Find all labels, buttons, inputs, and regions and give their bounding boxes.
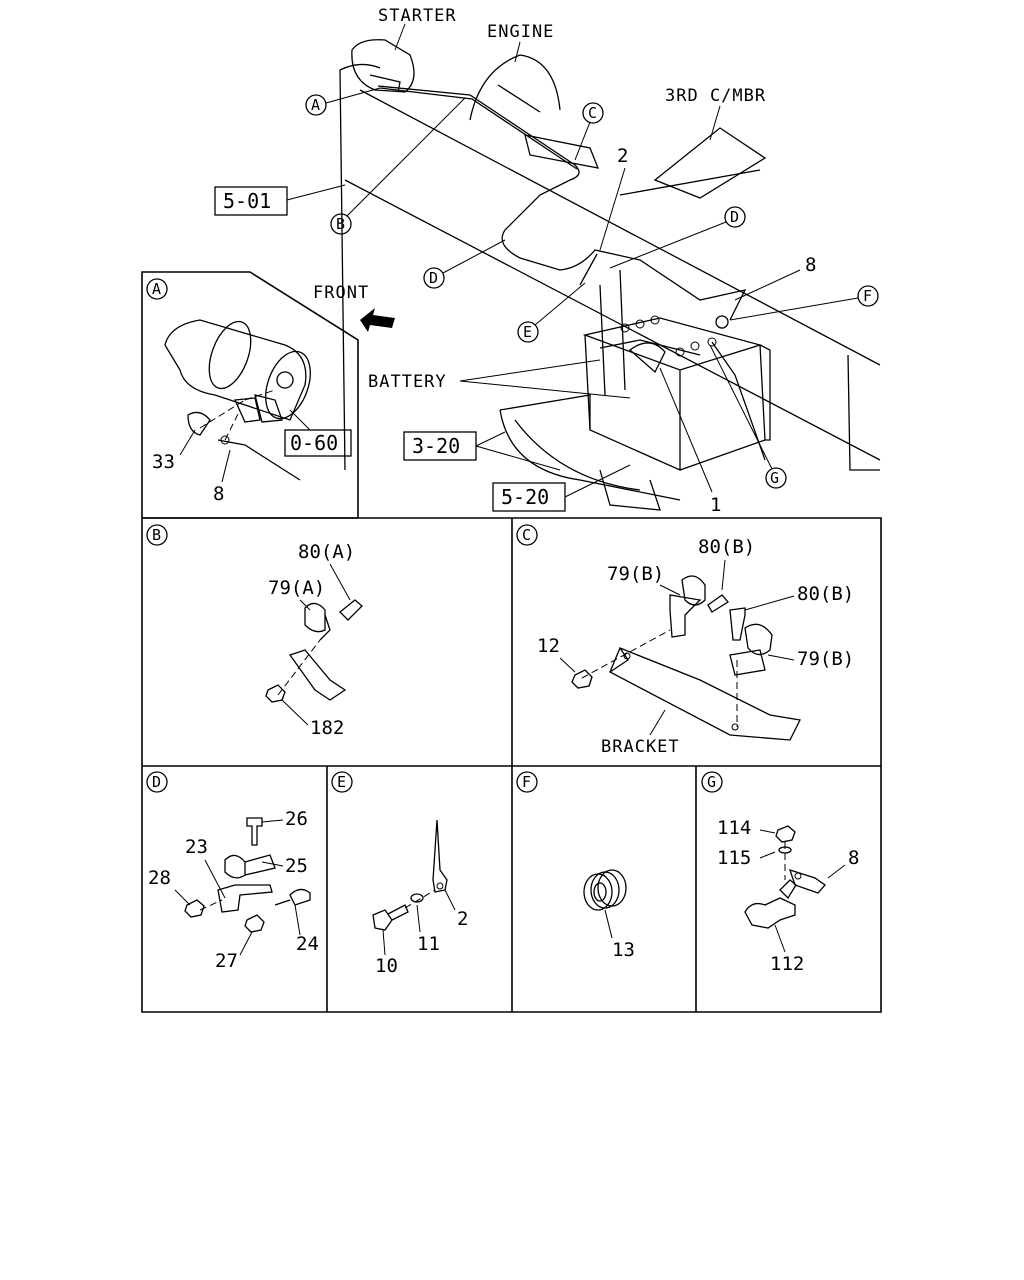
detail-e-part-2: 2 (457, 908, 468, 930)
detail-d-part-25: 25 (285, 855, 308, 877)
callout-e: E (517, 282, 586, 343)
detail-d-letter: D (152, 773, 161, 791)
svg-text:E: E (523, 323, 532, 341)
svg-text:A: A (311, 96, 320, 114)
detail-e: E 2 11 10 (331, 771, 468, 977)
detail-b-part-79a: 79(A) (268, 577, 325, 599)
ref-5-01: 5-01 (223, 189, 271, 213)
front-label: FRONT (313, 283, 369, 303)
detail-grid (141, 517, 882, 1013)
detail-c-part-80b-right: 80(B) (797, 583, 854, 605)
callout-a: A (305, 87, 381, 116)
ref-3-20: 3-20 (412, 434, 460, 458)
engine-label: ENGINE (487, 22, 554, 42)
detail-c: C 80(B) 79(B) 80(B) 79(B) 12 BRACKET (516, 524, 854, 757)
front-arrow-icon (360, 308, 395, 332)
detail-a-letter: A (152, 280, 161, 298)
detail-e-part-10: 10 (375, 955, 398, 977)
detail-c-bracket-label: BRACKET (601, 737, 680, 757)
overview-drawing (339, 39, 881, 511)
callout-f: F (729, 285, 879, 321)
svg-text:G: G (770, 469, 779, 487)
svg-text:D: D (429, 269, 438, 287)
detail-e-part-11: 11 (417, 933, 440, 955)
detail-g-part-115: 115 (717, 847, 751, 869)
detail-d-part-24: 24 (296, 933, 319, 955)
part-1-label: 1 (710, 494, 721, 516)
detail-d-part-27: 27 (215, 950, 238, 972)
starter-label: STARTER (378, 6, 457, 26)
svg-text:F: F (863, 287, 872, 305)
svg-text:D: D (730, 208, 739, 226)
detail-e-letter: E (337, 773, 346, 791)
detail-c-part-79b-left: 79(B) (607, 563, 664, 585)
detail-b-part-182: 182 (310, 717, 344, 739)
detail-d: D 26 23 25 28 24 27 (146, 771, 319, 972)
ref-0-60: 0-60 (290, 431, 338, 455)
ref-5-20: 5-20 (501, 485, 549, 509)
detail-a-part-8: 8 (213, 483, 224, 505)
svg-text:B: B (336, 215, 345, 233)
detail-g-part-114: 114 (717, 817, 751, 839)
detail-d-part-23: 23 (185, 836, 208, 858)
callout-b: B (330, 97, 466, 235)
callout-d-left: D (423, 239, 506, 289)
detail-c-letter: C (522, 526, 531, 544)
detail-b: B 80(A) 79(A) 182 (146, 524, 363, 739)
detail-b-part-80a: 80(A) (298, 541, 355, 563)
detail-b-letter: B (152, 526, 161, 544)
detail-d-part-26: 26 (285, 808, 308, 830)
ref-5-01-box (214, 186, 288, 216)
detail-f: F 13 (516, 771, 635, 961)
detail-d-part-28: 28 (148, 867, 171, 889)
detail-f-letter: F (522, 773, 531, 791)
detail-c-part-12: 12 (537, 635, 560, 657)
callout-c: C (574, 102, 604, 161)
detail-a-part-33: 33 (152, 451, 175, 473)
battery-label: BATTERY (368, 372, 447, 392)
part-8-label: 8 (805, 254, 816, 276)
callout-g: G (709, 344, 787, 489)
callout-d-right: D (609, 206, 746, 269)
detail-g: G 114 115 8 112 (701, 771, 859, 975)
detail-g-part-112: 112 (770, 953, 804, 975)
third-member-label: 3RD C/MBR (665, 86, 766, 106)
part-2-label: 2 (617, 145, 628, 167)
detail-c-part-80b-top: 80(B) (698, 536, 755, 558)
detail-a: A 0-60 33 8 (141, 271, 359, 519)
detail-g-letter: G (707, 773, 716, 791)
detail-c-part-79b-right: 79(B) (797, 648, 854, 670)
detail-f-part-13: 13 (612, 939, 635, 961)
detail-g-part-8: 8 (848, 847, 859, 869)
svg-text:C: C (588, 104, 597, 122)
